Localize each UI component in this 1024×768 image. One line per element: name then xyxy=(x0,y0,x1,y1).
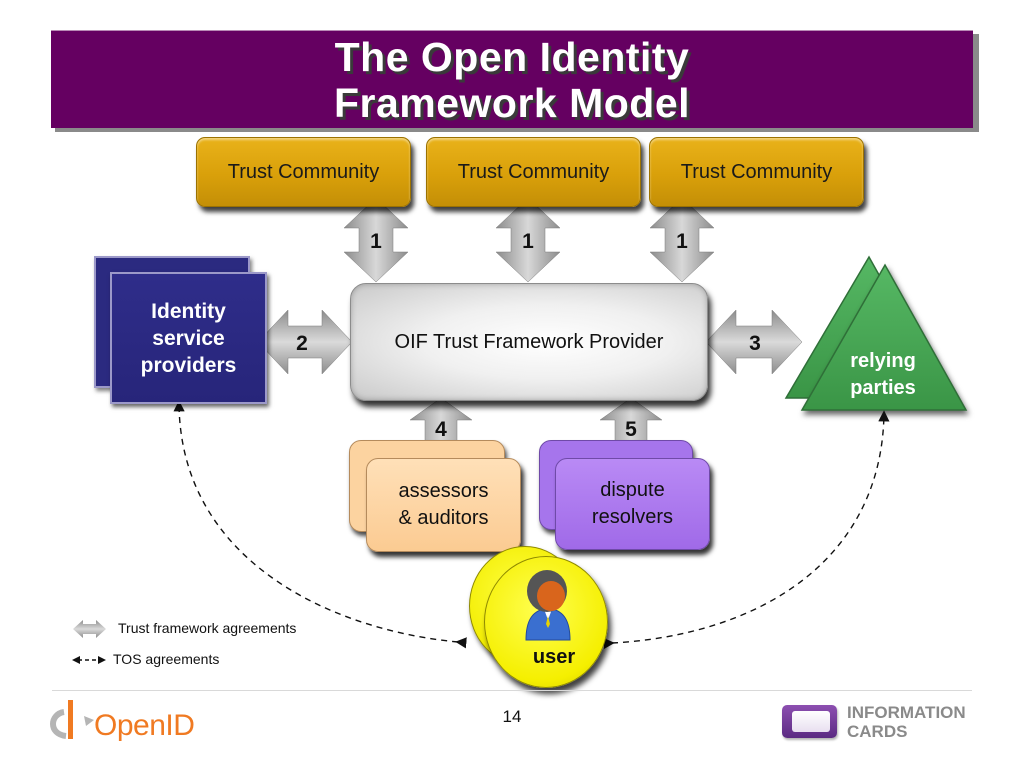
assessors-line-2: & auditors xyxy=(398,507,489,529)
dashed-double-arrow-icon xyxy=(72,656,106,664)
agreement-number-3: 3 xyxy=(749,332,761,355)
agreement-number-1b: 1 xyxy=(522,230,534,253)
page-number: 14 xyxy=(502,707,522,726)
assessors-line-1: assessors xyxy=(398,480,489,502)
agreement-arrow-1c xyxy=(649,197,715,283)
trust-community-box-1: Trust Community xyxy=(196,137,411,207)
user-person-icon xyxy=(525,570,571,641)
dispute-resolvers-line-1: dispute xyxy=(600,479,665,501)
legend-item-tos: TOS agreements xyxy=(107,651,219,667)
title-line-2: Framework Model xyxy=(333,79,691,126)
tos-curve-relying-user xyxy=(603,410,890,650)
identity-providers-box: Identity service providers xyxy=(110,272,267,404)
openid-logo-icon xyxy=(50,700,94,739)
legend-item-trust-framework: Trust framework agreements xyxy=(112,620,296,636)
openid-logo-text: OpenID xyxy=(94,709,195,742)
user-label: user xyxy=(532,646,576,668)
agreement-number-1a: 1 xyxy=(370,230,382,253)
agreement-arrow-1b xyxy=(495,197,561,283)
identity-providers-line-3: providers xyxy=(140,353,237,377)
gray-double-arrow-icon xyxy=(73,620,106,638)
agreement-number-1c: 1 xyxy=(676,230,688,253)
footer-divider xyxy=(52,690,972,691)
legend-label-trust-framework: Trust framework agreements xyxy=(118,620,297,636)
relying-parties-line-2: parties xyxy=(850,377,916,399)
trust-framework-provider-box: OIF Trust Framework Provider xyxy=(350,283,708,401)
information-cards-logo-icon xyxy=(782,705,837,738)
assessors-box: assessors & auditors xyxy=(366,458,521,552)
agreement-arrow-3 xyxy=(705,309,803,375)
agreement-number-5: 5 xyxy=(625,418,637,441)
trust-community-box-3: Trust Community xyxy=(649,137,864,207)
title-line-1: The Open Identity xyxy=(334,33,690,80)
trust-community-box-2: Trust Community xyxy=(426,137,641,207)
identity-providers-line-1: Identity xyxy=(151,299,226,323)
information-cards-logo-text: INFORMATION CARDS xyxy=(847,703,966,741)
identity-providers-line-2: service xyxy=(152,326,225,350)
agreement-number-2: 2 xyxy=(296,332,308,355)
agreement-number-4: 4 xyxy=(435,418,447,441)
information-cards-line-1: INFORMATION xyxy=(847,703,966,722)
legend-label-tos: TOS agreements xyxy=(113,651,220,667)
title-banner: The Open Identity Framework Model xyxy=(51,30,973,128)
information-cards-line-2: CARDS xyxy=(847,722,908,741)
agreement-arrow-1a xyxy=(343,197,409,283)
relying-parties-line-1: relying xyxy=(850,350,916,372)
tos-curve-identity-user xyxy=(173,400,467,649)
dispute-resolvers-line-2: resolvers xyxy=(591,506,674,528)
dispute-resolvers-box: dispute resolvers xyxy=(555,458,710,550)
relying-parties-shape xyxy=(784,255,968,411)
